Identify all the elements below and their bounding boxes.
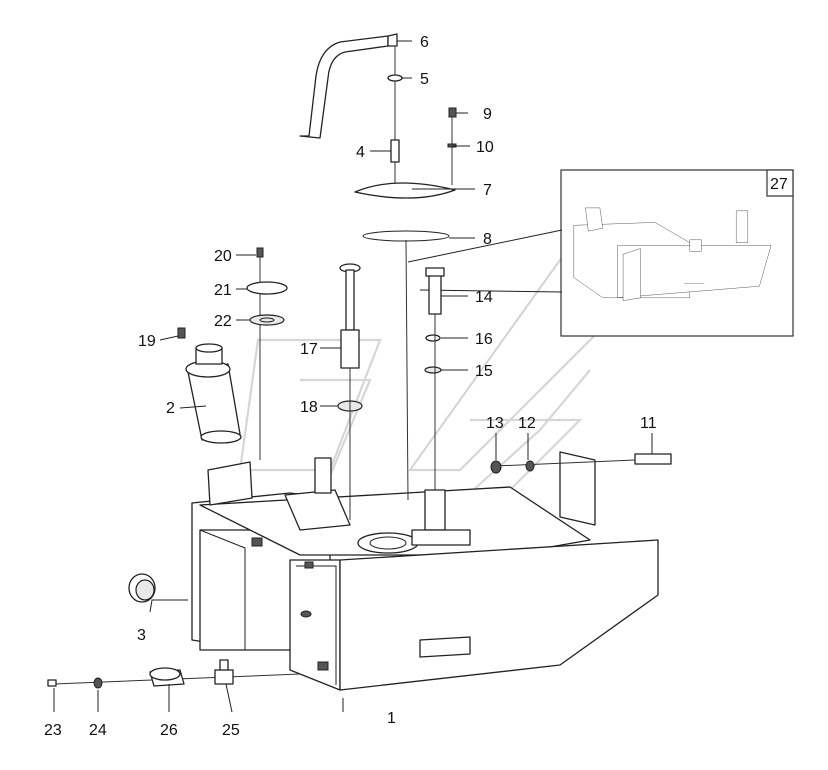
callout-11: 11 [640, 415, 657, 432]
callout-17: 17 [300, 341, 318, 358]
center-fitting-stack [337, 263, 363, 520]
callout-15: 15 [475, 363, 493, 380]
callout-27: 27 [770, 176, 788, 193]
callout-9: 9 [483, 106, 492, 123]
callout-22: 22 [214, 313, 232, 330]
callouts: 27 1 2 3 4 5 6 7 8 9 10 11 12 13 14 15 1… [44, 34, 788, 739]
callout-12: 12 [518, 415, 536, 432]
side-bracket [490, 451, 672, 526]
callout-8: 8 [483, 231, 492, 248]
callout-23: 23 [44, 722, 62, 739]
callout-16: 16 [475, 331, 493, 348]
filler-assembly [177, 327, 242, 444]
callout-24: 24 [89, 722, 107, 739]
tank-body [191, 457, 659, 691]
drain-assembly [47, 659, 301, 689]
inset-view [407, 169, 794, 337]
callout-5: 5 [420, 71, 429, 88]
callout-26: 26 [160, 722, 178, 739]
top-assembly [299, 33, 457, 501]
callout-25: 25 [222, 722, 240, 739]
side-cap [128, 573, 156, 603]
callout-20: 20 [214, 248, 232, 265]
right-fitting-stack [424, 267, 445, 490]
watermark [238, 258, 612, 521]
callout-6: 6 [420, 34, 429, 51]
callout-1: 1 [387, 710, 396, 727]
callout-10: 10 [476, 139, 494, 156]
callout-21: 21 [214, 282, 232, 299]
callout-7: 7 [483, 182, 492, 199]
callout-2: 2 [166, 400, 175, 417]
callout-14: 14 [475, 289, 493, 306]
callout-19: 19 [138, 333, 156, 350]
leader-lines [53, 40, 653, 713]
callout-18: 18 [300, 399, 318, 416]
callout-4: 4 [356, 144, 365, 161]
left-fitting-stack [246, 247, 288, 460]
callout-13: 13 [486, 415, 504, 432]
callout-3: 3 [137, 627, 146, 644]
